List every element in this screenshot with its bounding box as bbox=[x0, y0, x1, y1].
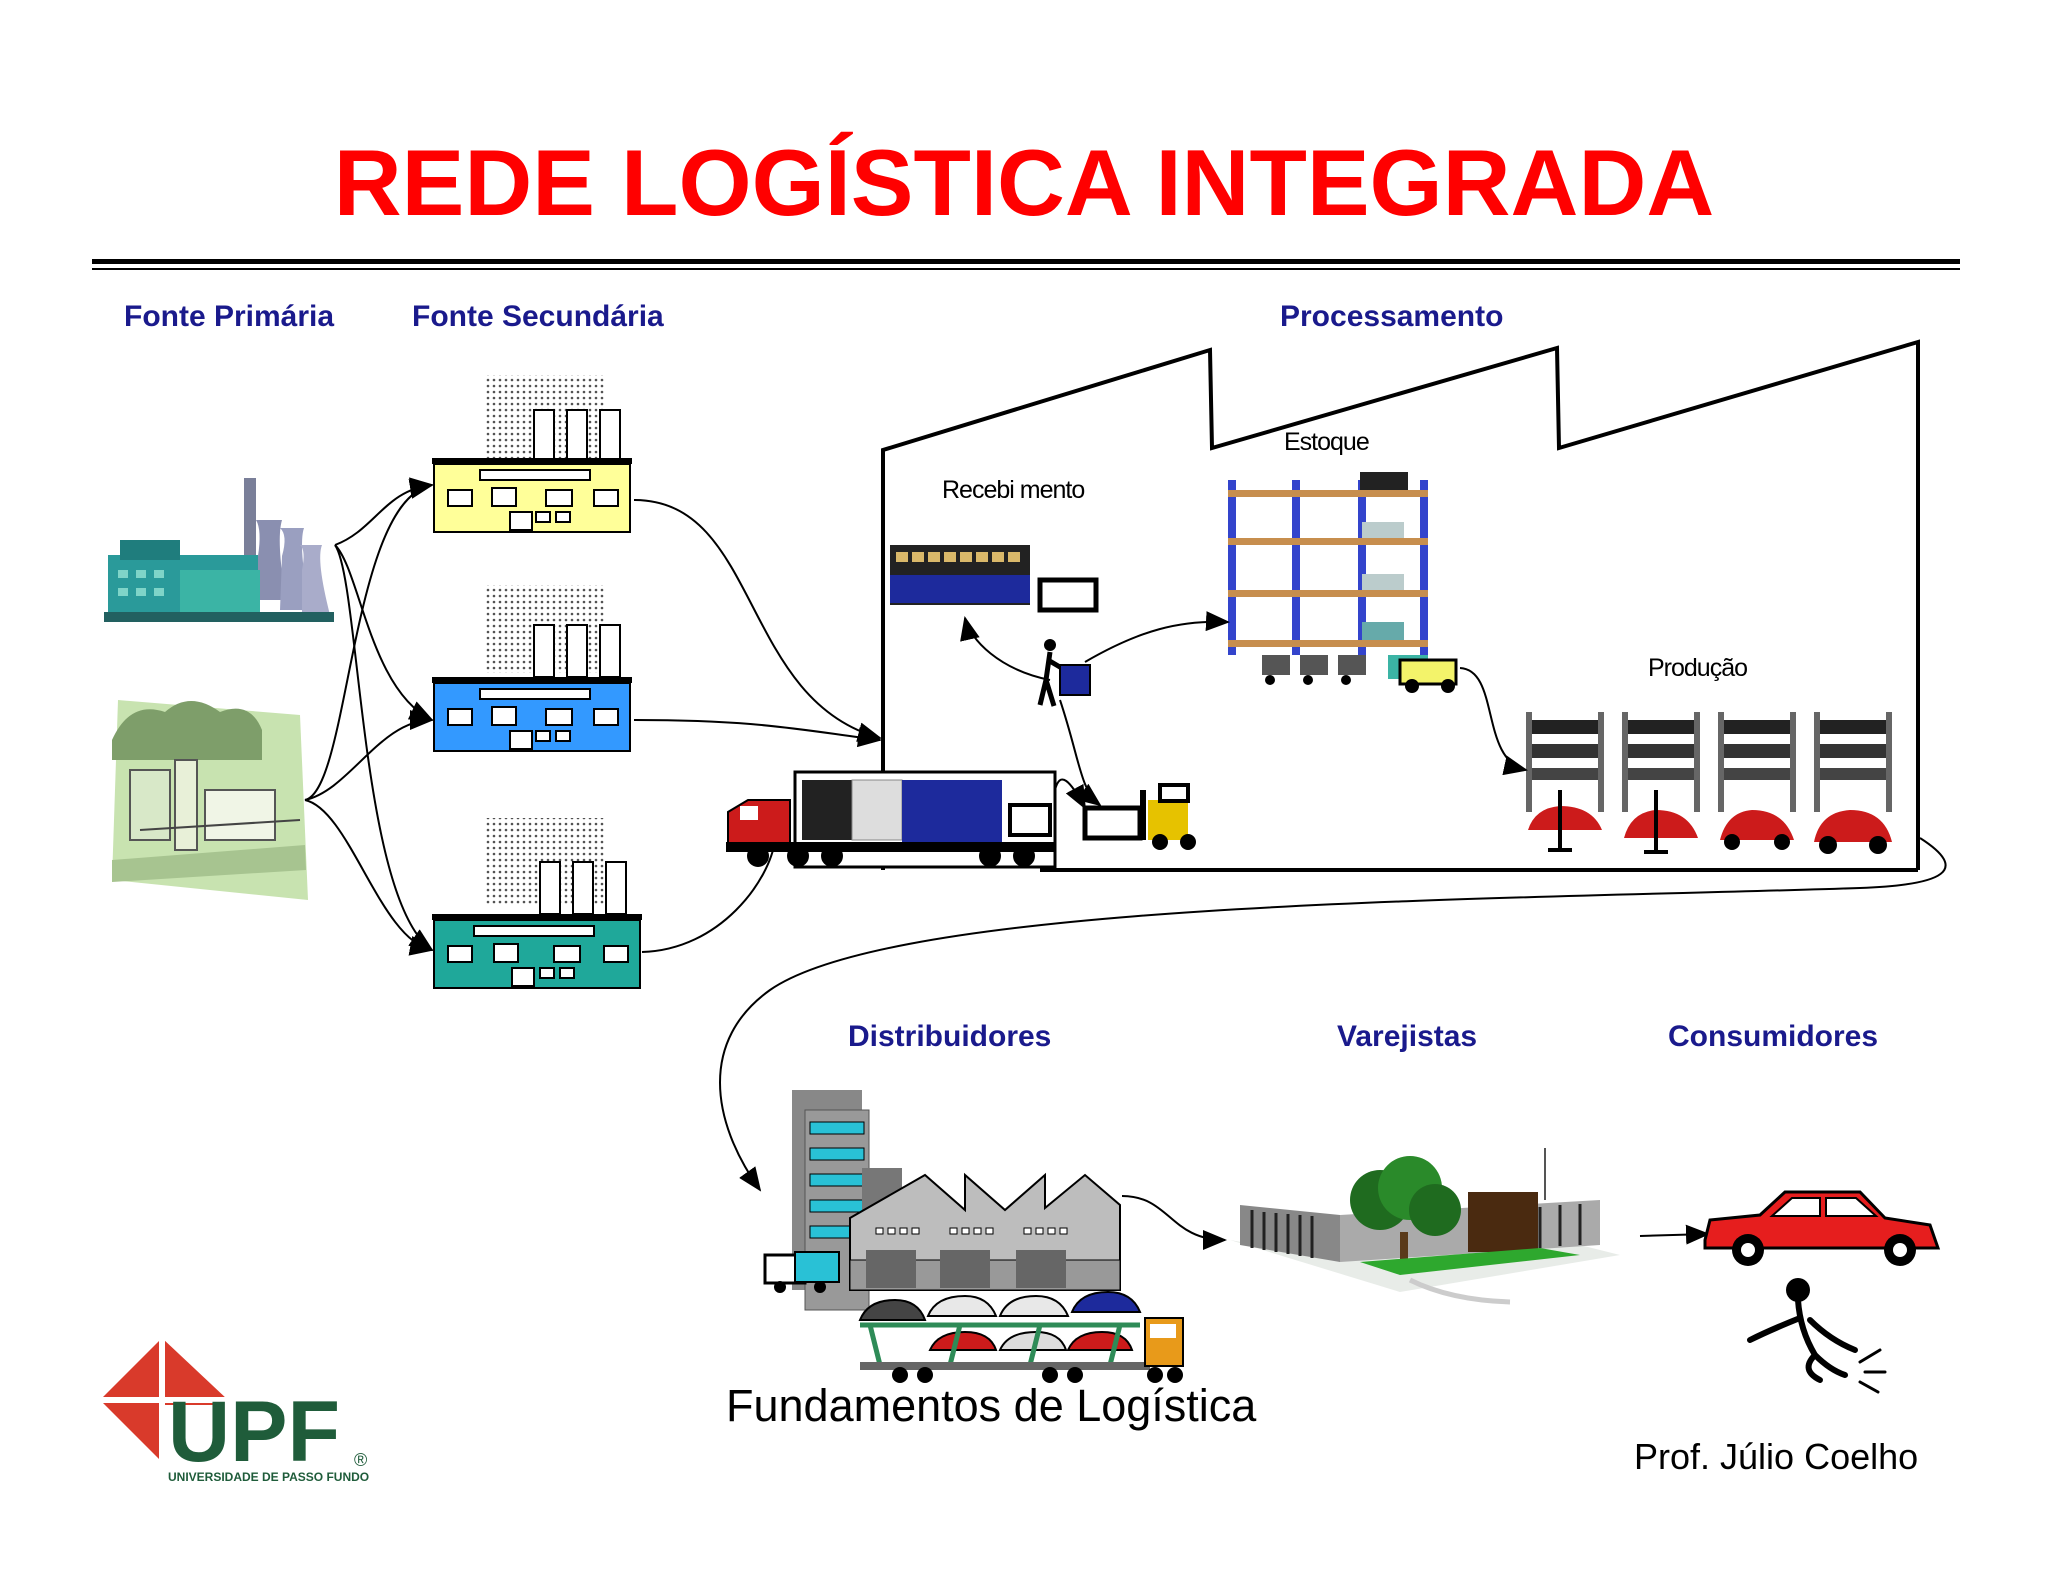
primary-to-secondary-arrows bbox=[304, 477, 434, 956]
pallet-stack-icon bbox=[890, 545, 1099, 613]
consumer-person-icon bbox=[1747, 1278, 1887, 1394]
title-rule-thin bbox=[92, 268, 1960, 270]
processing-to-distribution-arrow bbox=[719, 837, 1947, 1192]
upf-logo-letters: UPF bbox=[168, 1384, 340, 1480]
upf-logo: UPF ® UNIVERSIDADE DE PASSO FUNDO bbox=[100, 1338, 369, 1484]
title-rule-thick bbox=[92, 259, 1960, 264]
delivery-truck-icon bbox=[726, 770, 1057, 869]
secondary-to-processing-arrows bbox=[633, 499, 882, 953]
label-fonte-secundaria: Fonte Secundária bbox=[412, 300, 664, 333]
forklift-icon bbox=[1082, 783, 1196, 850]
processing-building-outline bbox=[881, 339, 1920, 870]
label-consumidores: Consumidores bbox=[1668, 1020, 1879, 1053]
label-recebimento: Recebi mento bbox=[942, 476, 1085, 504]
label-producao: Produção bbox=[1648, 654, 1748, 682]
distribution-center-icon bbox=[763, 1090, 1121, 1311]
label-varejistas: Varejistas bbox=[1337, 1020, 1478, 1053]
industrial-landscape-icon bbox=[112, 700, 308, 900]
production-line-icon bbox=[1526, 712, 1892, 854]
consumer-car-icon bbox=[1703, 1190, 1941, 1266]
retail-to-consumer-arrow bbox=[1639, 1224, 1710, 1245]
upf-logo-registered: ® bbox=[354, 1450, 367, 1470]
car-carrier-icon bbox=[858, 1290, 1184, 1383]
factory-teal-icon bbox=[432, 818, 642, 989]
label-processamento: Processamento bbox=[1280, 300, 1504, 333]
label-distribuidores: Distribuidores bbox=[848, 1020, 1052, 1053]
process-flow-arrows bbox=[960, 611, 1528, 810]
warehouse-shelf-icon bbox=[1228, 472, 1458, 693]
distribution-to-retail-arrow bbox=[1121, 1195, 1227, 1250]
slide-title: REDE LOGÍSTICA INTEGRADA bbox=[333, 130, 1715, 235]
power-plant-icon bbox=[104, 478, 334, 622]
retail-store-icon bbox=[1230, 1148, 1620, 1305]
label-estoque: Estoque bbox=[1284, 428, 1370, 456]
upf-logo-subtitle: UNIVERSIDADE DE PASSO FUNDO bbox=[168, 1470, 369, 1484]
factory-yellow-icon bbox=[432, 375, 632, 533]
worker-handtruck-icon bbox=[1037, 639, 1091, 707]
footer-course: Fundamentos de Logística bbox=[726, 1380, 1257, 1431]
footer-professor: Prof. Júlio Coelho bbox=[1634, 1436, 1919, 1477]
label-fonte-primaria: Fonte Primária bbox=[124, 300, 335, 333]
factory-blue-icon bbox=[432, 585, 632, 752]
